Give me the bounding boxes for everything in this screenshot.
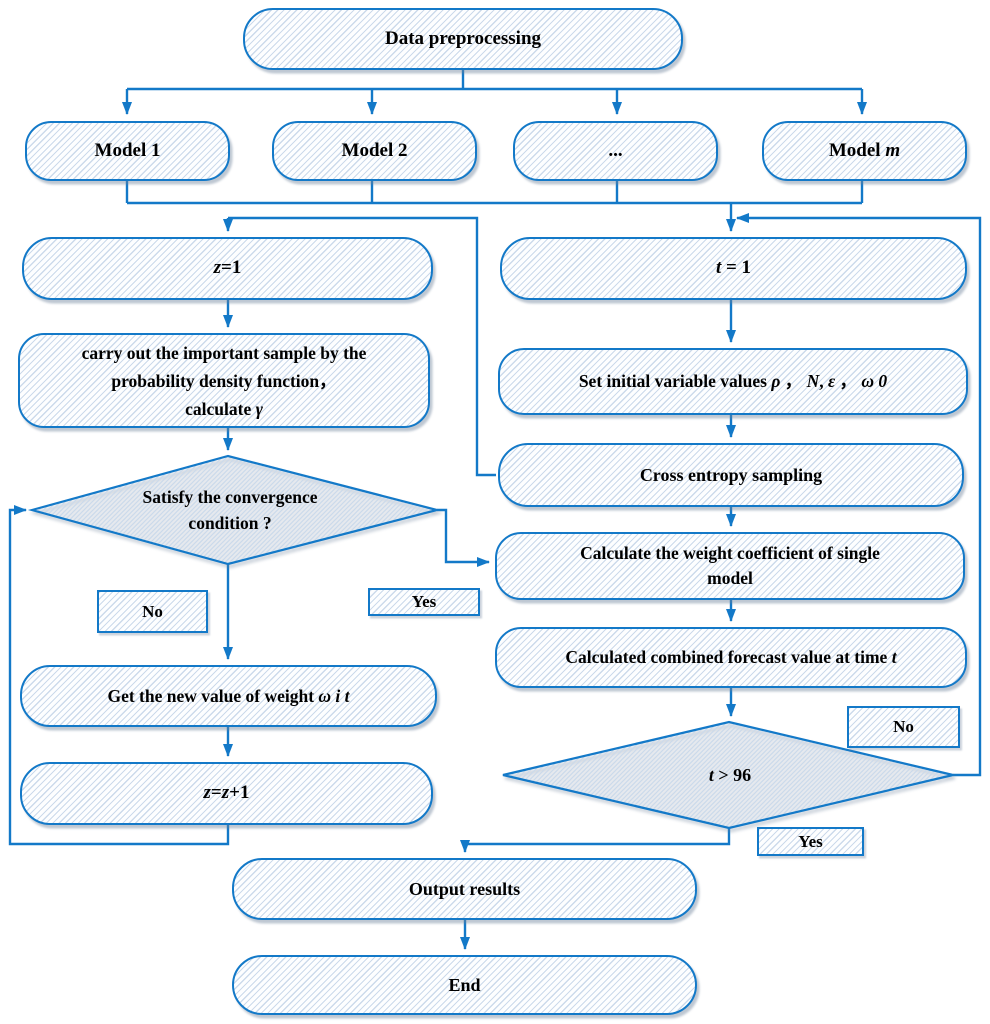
node-label: model [707,568,753,588]
node-data-preprocessing: Data preprocessing [243,8,683,70]
decision-t96-shape [502,720,954,830]
label-text: Yes [411,592,437,611]
label-no-left: No [97,590,208,633]
node-label: Get the new value of weight ω i t [107,685,350,706]
node-model-1: Model 1 [25,121,230,181]
edge-loop-back-left [8,505,230,846]
node-label: Calculate the weight coefficient of sing… [580,542,880,563]
label-yes-right: Yes [757,827,864,856]
edges [8,70,982,950]
edge-no-loop-right [736,213,982,777]
node-z-increment: z=z+1 [20,762,433,825]
node-cross-entropy-sampling: Cross entropy sampling [498,443,964,507]
node-label: Cross entropy sampling [639,464,823,485]
edge-yes-to-output [460,828,731,853]
node-label: carry out the important sample by the [81,342,367,363]
label-text: No [893,717,914,736]
node-label: Set initial variable values ρ ， N, ε ， ω… [578,371,888,392]
edge-yes-to-weight [437,508,490,567]
edge-z-branch [228,216,496,477]
node-output-results: Output results [232,858,697,920]
node-label: z=1 [213,257,242,279]
node-label: z=z+1 [203,782,250,804]
label-text: Yes [798,831,823,851]
node-label: ... [608,139,623,161]
node-t-init: t = 1 [500,237,967,300]
node-label: Output results [408,878,521,899]
node-model-m: Model m [762,121,967,181]
node-label: Model 2 [341,139,408,161]
node-single-model-weight: Calculate the weight coefficient of sing… [495,532,965,600]
label-text: No [142,601,163,621]
decision-convergence-shape [27,454,442,566]
node-label: Data preprocessing [384,27,542,49]
label-yes-left: Yes [368,588,480,616]
node-label: probability density function， [111,370,337,391]
node-model-ellipsis: ... [513,121,718,181]
node-importance-sampling: carry out the important sample by the pr… [18,333,430,428]
node-model-2: Model 2 [272,121,477,181]
node-end: End [232,955,697,1015]
node-label: t = 1 [715,257,752,279]
node-label: End [448,974,481,995]
node-update-weight: Get the new value of weight ω i t [20,665,437,727]
node-combined-forecast: Calculated combined forecast value at ti… [495,627,967,688]
node-label: Model 1 [94,139,161,161]
node-label: Calculated combined forecast value at ti… [565,647,897,668]
node-z-init: z=1 [22,237,433,300]
node-label: Model m [828,139,901,161]
label-no-right: No [847,706,960,748]
node-set-initial-values: Set initial variable values ρ ， N, ε ， ω… [498,348,968,415]
node-label: calculate γ [185,398,263,419]
